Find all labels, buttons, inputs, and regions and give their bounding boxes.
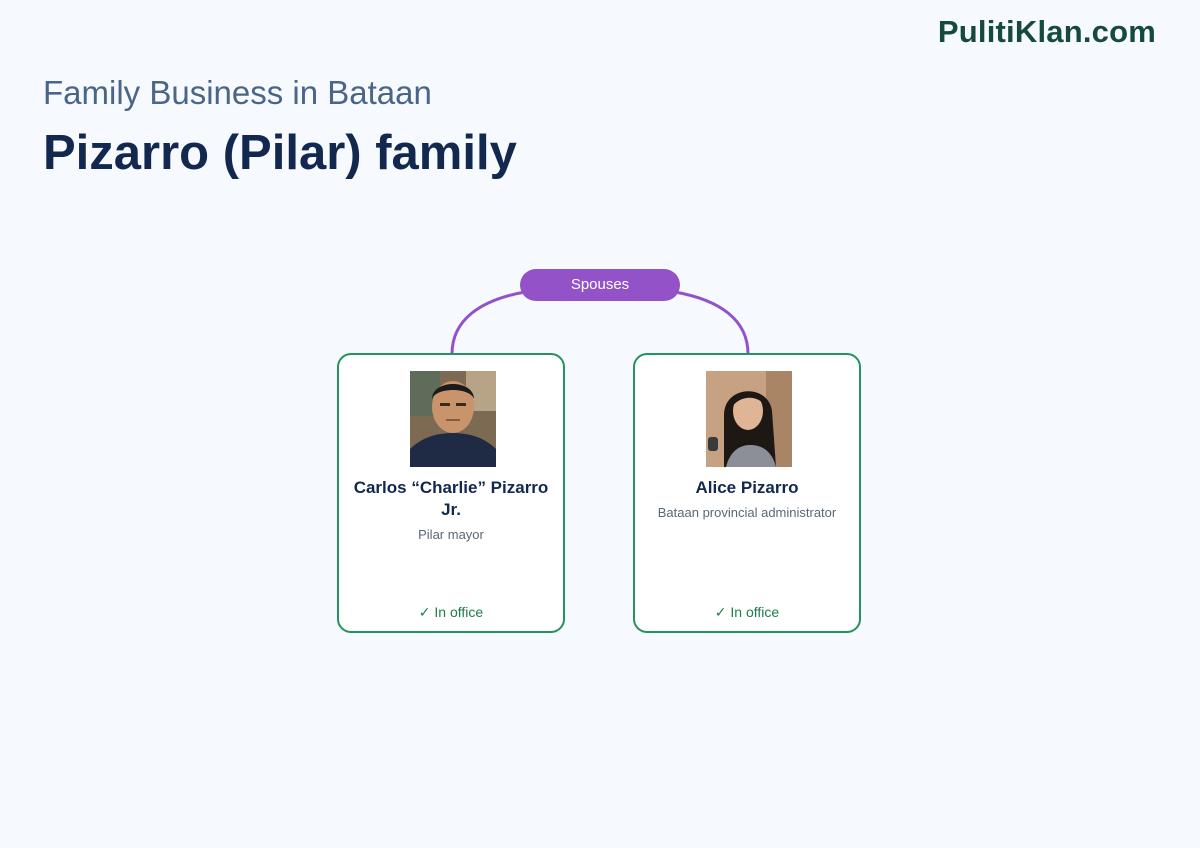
member-role: Pilar mayor	[418, 527, 484, 542]
brand-logo: PulitiKlan.com	[937, 14, 1156, 49]
member-name-text: Alice Pizarro	[695, 478, 799, 497]
member-name-text: Carlos “Charlie” Pizarro Jr.	[353, 478, 549, 519]
member-role: Bataan provincial administrator	[657, 505, 837, 520]
member-name: Alice Pizarro Bataan provincial administ…	[645, 477, 849, 521]
page-title: Pizarro (Pilar) family	[43, 126, 517, 180]
member-card-alice[interactable]: Alice Pizarro Bataan provincial administ…	[633, 353, 861, 633]
status-badge: ✓ In office	[714, 604, 780, 620]
member-photo	[706, 371, 792, 467]
status-badge: ✓ In office	[418, 604, 484, 620]
member-card-carlos[interactable]: Carlos “Charlie” Pizarro Jr. Pilar mayor…	[337, 353, 565, 633]
member-name: Carlos “Charlie” Pizarro Jr. Pilar mayor	[349, 477, 553, 543]
relationship-label: Spouses	[520, 269, 680, 301]
page-subtitle: Family Business in Bataan	[43, 74, 432, 111]
member-photo	[410, 371, 496, 467]
